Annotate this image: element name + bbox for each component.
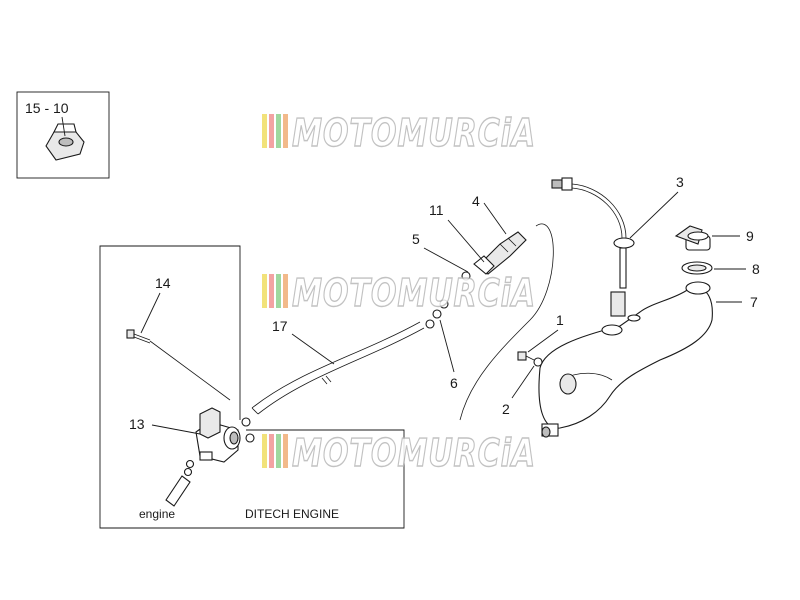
- part-clamps-6: [425, 299, 449, 329]
- part-engine-hose: [165, 475, 191, 507]
- part-hose-17: [251, 321, 425, 415]
- label-2: 2: [502, 401, 510, 417]
- label-5: 5: [412, 231, 420, 247]
- part-cap-9: [674, 225, 711, 251]
- watermark-text: MOTOMURCiA: [292, 271, 536, 315]
- watermark-stripe: [262, 274, 267, 308]
- watermark-text: MOTOMURCiA: [292, 431, 536, 475]
- watermark-stripe: [283, 114, 288, 148]
- watermark-stripe: [269, 434, 274, 468]
- watermark-stripe: [262, 114, 267, 148]
- watermark-text: MOTOMURCiA: [292, 111, 536, 155]
- caption-engine: engine: [139, 507, 175, 521]
- label-11: 11: [429, 202, 444, 218]
- watermark-bottom: MOTOMURCiA: [262, 430, 536, 476]
- watermark-stripe: [283, 274, 288, 308]
- part-sender-3: [551, 177, 635, 317]
- label-9: 9: [746, 228, 754, 244]
- label-4: 4: [472, 193, 480, 209]
- part-valve-13: [183, 407, 255, 477]
- part-tank-7: [538, 281, 713, 438]
- watermark-stripe: [276, 434, 281, 468]
- part-gasket-8: [681, 261, 713, 275]
- label-13: 13: [129, 416, 145, 432]
- watermark-stripe: [276, 274, 281, 308]
- part-screw-1: [517, 351, 543, 367]
- watermark-middle: MOTOMURCiA: [262, 270, 536, 316]
- watermark-top: MOTOMURCiA: [262, 110, 536, 156]
- caption-ditech-engine: DITECH ENGINE: [245, 507, 339, 521]
- watermark-stripe: [276, 114, 281, 148]
- label-8: 8: [752, 261, 760, 277]
- part-bolt-14: [126, 329, 231, 401]
- label-14: 14: [155, 275, 171, 291]
- watermark-stripe: [262, 434, 267, 468]
- label-7: 7: [750, 294, 758, 310]
- watermark-stripe: [269, 274, 274, 308]
- label-3: 3: [676, 174, 684, 190]
- watermark-stripe: [269, 114, 274, 148]
- label-17: 17: [272, 318, 288, 334]
- watermark-stripe: [283, 434, 288, 468]
- label-1: 1: [556, 312, 564, 328]
- label-6: 6: [450, 375, 458, 391]
- ditech-engine-frame: [99, 245, 405, 529]
- label-15-10: 15 - 10: [25, 100, 69, 116]
- inset-box-clip: [16, 91, 110, 179]
